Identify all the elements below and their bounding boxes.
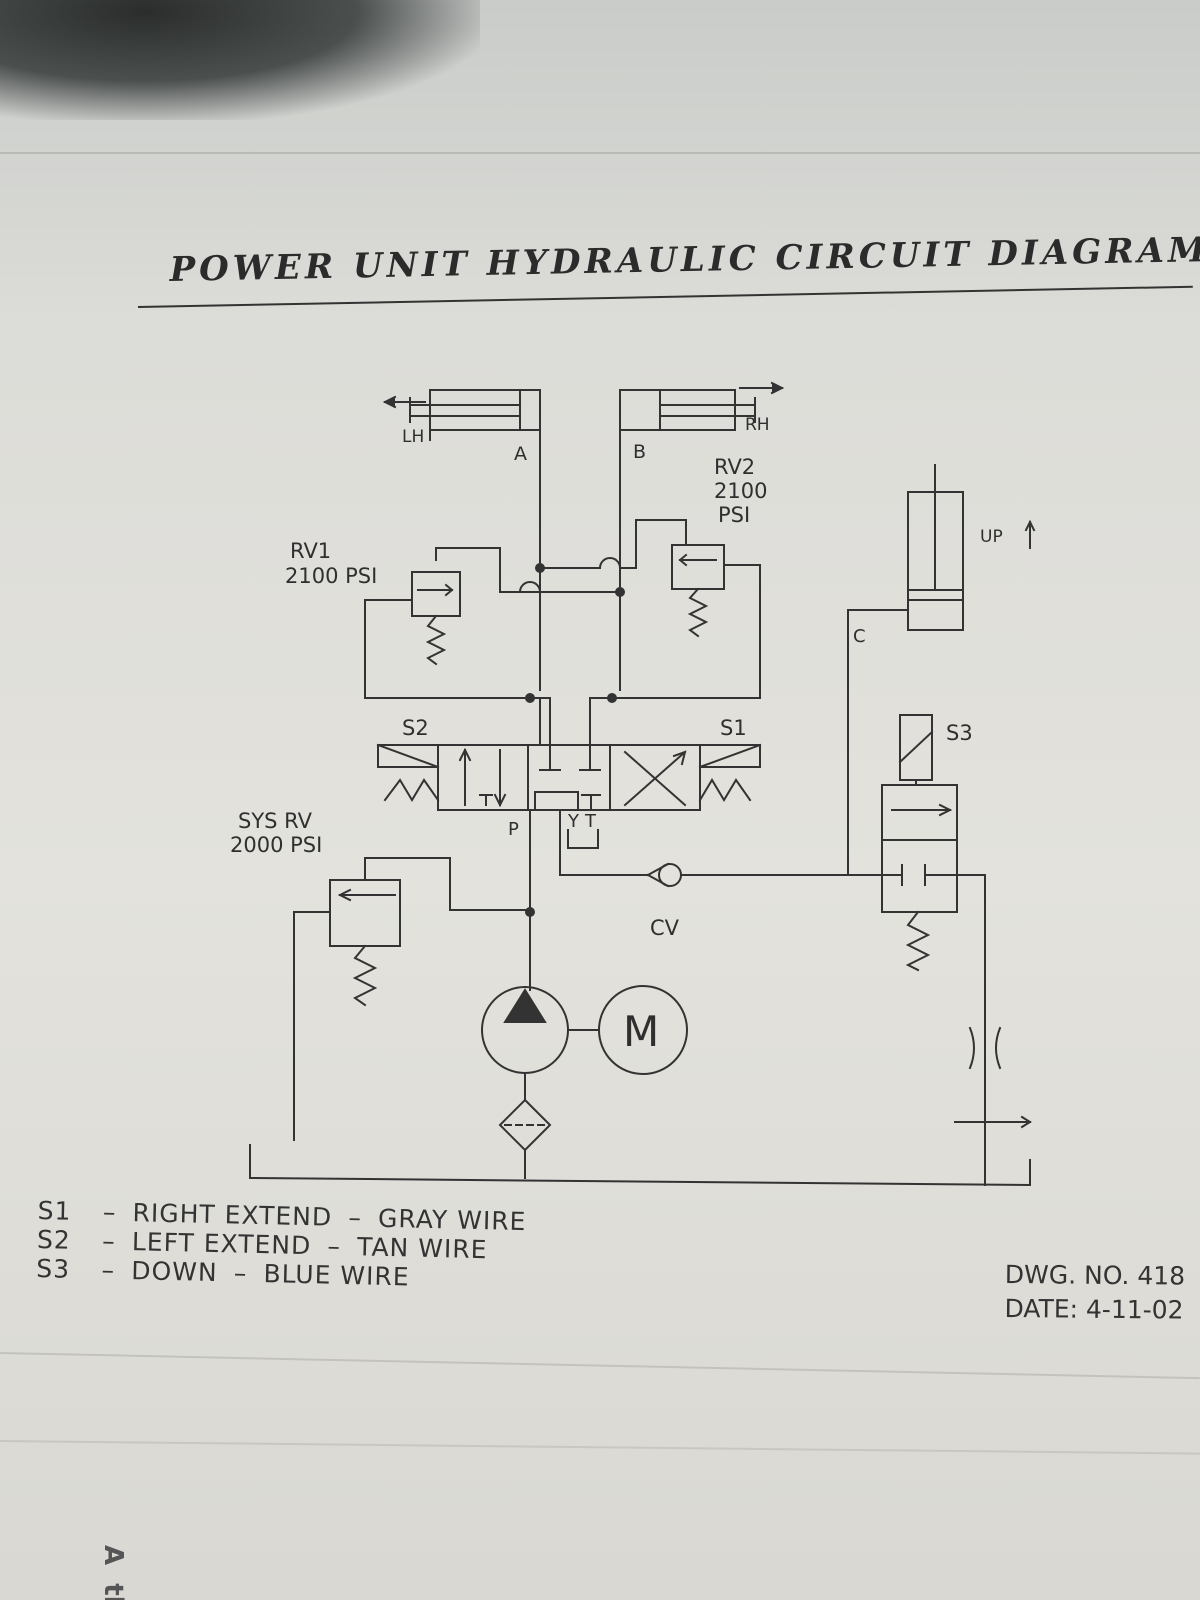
junction-dots <box>525 563 625 917</box>
directional-valve <box>376 697 762 811</box>
legend-wire: BLUE WIRE <box>263 1259 410 1292</box>
rv2-pressure-value: 2100 <box>714 479 767 503</box>
up-arrow <box>1024 519 1036 549</box>
flow-control <box>954 1026 1032 1129</box>
pump <box>481 986 599 1074</box>
rv2-pressure-unit: PSI <box>718 503 750 527</box>
motor <box>598 985 688 1075</box>
legend-sep: – <box>327 1231 342 1261</box>
filter <box>498 1072 552 1179</box>
rv2-name-label: RV2 <box>714 455 755 479</box>
lh-arrow <box>382 395 426 409</box>
lh-label: LH <box>402 427 424 447</box>
rv1-name-label: RV1 <box>290 539 331 563</box>
drawing-number: DWG. NO. 418 <box>1004 1259 1186 1291</box>
sys-rv-pressure-label: 2000 PSI <box>230 833 322 857</box>
legend-code: S2 <box>36 1224 72 1255</box>
corner-text: A th <box>98 1545 128 1600</box>
solenoid-legend: S1– RIGHT EXTEND – GRAY WIRE S2– LEFT EX… <box>36 1196 527 1294</box>
port-c-label: C <box>853 626 866 647</box>
legend-function: RIGHT EXTEND <box>132 1198 333 1232</box>
rv1-pressure-label: 2100 PSI <box>285 564 377 588</box>
up-label: UP <box>980 527 1003 547</box>
lh-cylinder <box>409 389 541 691</box>
rh-arrow <box>739 381 785 395</box>
motor-label: M <box>623 1007 659 1056</box>
legend-sep: – <box>101 1226 117 1256</box>
legend-function: LEFT EXTEND <box>131 1227 312 1261</box>
legend-sep: – <box>101 1255 116 1285</box>
s2-label: S2 <box>402 716 429 740</box>
legend-wire: GRAY WIRE <box>377 1203 527 1237</box>
paper-fold <box>0 152 1200 154</box>
legend-function: DOWN <box>130 1256 218 1288</box>
s3-solenoid-valve <box>879 714 986 972</box>
port-y-label: Y <box>567 811 580 832</box>
legend-code: S3 <box>36 1253 71 1284</box>
port-a-label: A <box>514 443 527 465</box>
legend-sep: – <box>233 1258 248 1288</box>
legend-sep: – <box>102 1197 117 1227</box>
cv-label: CV <box>650 916 680 940</box>
rh-cylinder <box>619 389 756 691</box>
camera-shadow <box>0 0 480 120</box>
drawing-date: DATE: 4-11-02 <box>1004 1293 1184 1325</box>
port-t-label: T <box>584 811 597 832</box>
lift-cylinder <box>847 464 964 876</box>
port-b-label: B <box>633 441 646 463</box>
rh-label: RH <box>745 415 770 435</box>
s3-label: S3 <box>946 721 973 745</box>
sys-relief-valve <box>293 857 531 1141</box>
rv1-relief-valve <box>364 547 541 699</box>
s1-label: S1 <box>720 716 747 740</box>
check-valve <box>646 862 881 888</box>
legend-wire: TAN WIRE <box>356 1232 488 1265</box>
drawing-info: DWG. NO. 418 DATE: 4-11-02 <box>1004 1258 1185 1328</box>
rv2-relief-valve <box>619 519 761 699</box>
port-p-label: P <box>508 819 519 840</box>
legend-sep: – <box>348 1203 363 1233</box>
sys-rv-name-label: SYS RV <box>238 809 313 833</box>
legend-code: S1 <box>37 1196 72 1226</box>
